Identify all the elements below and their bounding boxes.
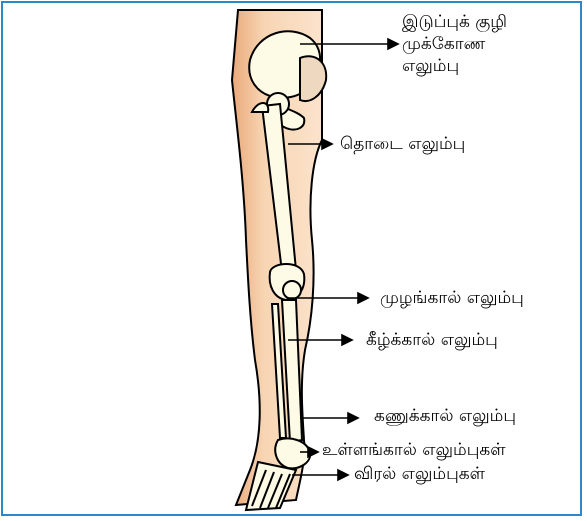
label-ankle: கணுக்கால் எலும்பு xyxy=(374,406,516,427)
label-sole-bones: உள்ளங்கால் எலும்புகள் xyxy=(322,440,506,461)
label-knee: முழங்கால் எலும்பு xyxy=(380,288,524,309)
label-hip-line1: இடுப்புக் குழி xyxy=(402,12,507,33)
knee-bone xyxy=(270,264,305,300)
label-lower-leg: கீழ்க்கால் எலும்பு xyxy=(366,330,498,351)
label-hip-line3: எலும்பு xyxy=(402,56,459,77)
label-toe-bones: விரல் எலும்புகள் xyxy=(354,464,485,485)
label-femur: தொடை எலும்பு xyxy=(340,134,465,155)
label-hip-line2: முக்கோண xyxy=(402,34,485,55)
